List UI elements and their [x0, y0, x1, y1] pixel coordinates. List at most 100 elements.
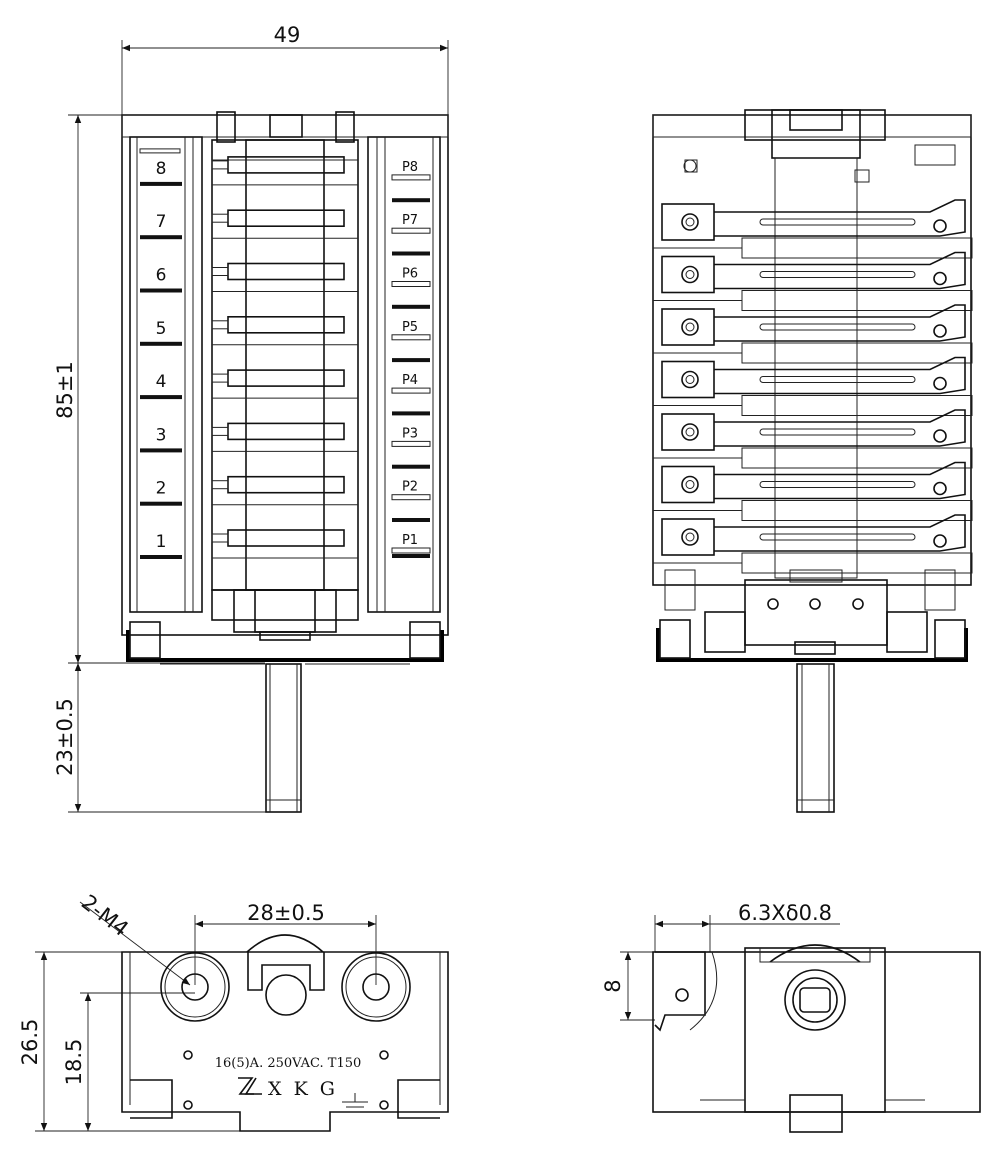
position-marker	[392, 411, 430, 416]
terminal-block	[661, 255, 715, 294]
position-marker	[392, 358, 430, 363]
terminal-screw	[681, 370, 699, 389]
position-number: P4	[402, 373, 418, 388]
position-marker	[140, 555, 182, 559]
bottom-view: 28±0.5 2-M4 26.5 18.5	[18, 890, 449, 1132]
contact-tab	[211, 533, 229, 543]
position-marker	[392, 464, 430, 469]
position-marker	[140, 395, 182, 400]
contact-slot	[759, 218, 916, 226]
position-numbers-right: P1 P2 P3 P4 P5 P6 P7 P8	[391, 160, 431, 558]
contact-tab	[211, 267, 229, 276]
position-number: 3	[156, 425, 167, 445]
terminal-screw	[681, 318, 699, 336]
position-number: P8	[402, 160, 418, 175]
terminal-screw	[681, 423, 699, 441]
contact-tab	[211, 373, 229, 383]
position-number: 5	[156, 319, 167, 339]
contact-strip	[714, 356, 966, 395]
contact-tab	[211, 213, 229, 223]
contact-rivet	[933, 219, 947, 233]
contact-plates	[211, 156, 358, 559]
terminal-block	[661, 360, 715, 399]
position-marker-outline	[391, 334, 431, 341]
position-marker	[392, 198, 430, 203]
contact-tab	[211, 320, 229, 330]
contact-rivet	[933, 271, 947, 286]
terminal-size-label: 6.3Xδ0.8	[738, 901, 832, 925]
terminal-block	[661, 465, 715, 504]
bottom-height-label: 26.5	[18, 1019, 42, 1066]
position-marker	[392, 251, 430, 256]
terminal-screw	[681, 475, 699, 494]
terminal-block	[661, 413, 715, 451]
contact-strip	[714, 514, 966, 552]
shaft-height-label: 23±0.5	[53, 698, 77, 776]
contact-strip	[714, 251, 966, 290]
terminal-block	[661, 308, 715, 346]
position-marker	[140, 448, 182, 453]
position-marker-outline	[391, 387, 431, 394]
position-number: P6	[402, 267, 418, 282]
position-marker-outline	[391, 494, 431, 501]
position-marker	[140, 341, 182, 346]
ground-symbol-icon	[342, 1093, 368, 1113]
position-number: P3	[402, 426, 418, 441]
brand-logo-icon	[238, 1077, 262, 1095]
rear-terminals	[653, 199, 973, 574]
side-view: 6.3Xδ0.8 8	[601, 901, 981, 1133]
position-number: 4	[156, 372, 167, 392]
brand-label: X K G	[268, 1078, 338, 1100]
contact-slot	[759, 376, 916, 383]
position-marker	[392, 518, 430, 522]
contact-rivet	[933, 534, 947, 548]
position-marker-outline	[391, 440, 431, 447]
position-marker-outline	[391, 547, 431, 554]
position-number: 6	[156, 266, 167, 286]
position-number: P2	[402, 480, 418, 495]
position-number: 7	[156, 212, 167, 232]
position-number: 2	[156, 479, 167, 499]
contact-strip	[714, 461, 966, 500]
contact-rivet	[933, 324, 947, 338]
rating-label: 16(5)A. 250VAC. T150	[215, 1056, 362, 1071]
position-number: P7	[402, 213, 418, 228]
position-marker	[139, 148, 181, 154]
contact-strip	[714, 199, 966, 237]
position-marker-outline	[391, 281, 431, 287]
body-height-label: 85±1	[53, 361, 77, 419]
position-marker	[140, 288, 182, 293]
position-marker	[140, 181, 182, 186]
terminal-block	[661, 518, 715, 556]
contact-strip	[714, 409, 966, 447]
hole-spacing-label: 28±0.5	[247, 901, 325, 925]
bottom-hole-height-label: 18.5	[62, 1039, 86, 1086]
contact-slot	[759, 428, 916, 436]
contact-slot	[759, 481, 916, 488]
terminal-screw	[681, 528, 699, 546]
position-marker-outline	[391, 227, 431, 234]
contact-rivet	[933, 376, 947, 391]
contact-rivet	[933, 481, 947, 496]
contact-slot	[759, 323, 916, 331]
contact-tab	[211, 426, 229, 436]
contact-slot	[759, 533, 916, 541]
terminal-height-label: 8	[601, 979, 625, 992]
rear-view	[652, 109, 973, 813]
contact-tab	[211, 160, 229, 170]
position-number: P5	[402, 320, 418, 335]
position-number: 1	[156, 532, 167, 552]
position-marker	[140, 501, 182, 506]
position-marker-outline	[391, 174, 431, 181]
position-number: P1	[402, 533, 418, 548]
terminal-block	[661, 203, 715, 241]
position-marker	[140, 235, 182, 240]
contact-strip	[714, 304, 966, 342]
front-view: 49 85±1 23±0.5	[53, 23, 449, 813]
contact-rivet	[933, 429, 947, 443]
contact-slot	[759, 271, 916, 278]
thread-label: 2-M4	[77, 890, 133, 941]
contact-tab	[211, 480, 229, 490]
